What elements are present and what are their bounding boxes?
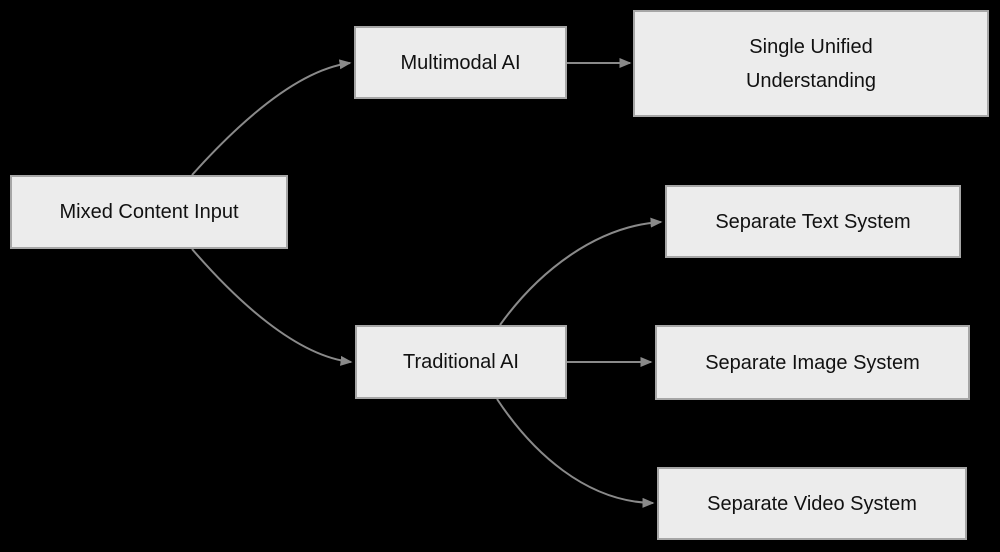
node-single-unified-understanding-label: Single Unified Understanding [745, 35, 877, 92]
node-separate-image-system: Separate Image System [655, 325, 970, 400]
node-traditional-ai: Traditional AI [355, 325, 567, 399]
node-mixed-content-input: Mixed Content Input [10, 175, 288, 249]
node-separate-video-system-label: Separate Video System [707, 492, 917, 515]
node-separate-text-system-label: Separate Text System [715, 210, 911, 233]
node-mixed-content-input-label: Mixed Content Input [59, 201, 239, 223]
node-multimodal-ai-label: Multimodal AI [400, 51, 521, 74]
edge-mixed-input-to-traditional-ai [191, 248, 353, 366]
node-separate-image-system-label: Separate Image System [705, 351, 920, 374]
edge-traditional-ai-to-separate-text [499, 217, 663, 326]
node-separate-video-system: Separate Video System [657, 467, 967, 540]
node-multimodal-ai: Multimodal AI [354, 26, 567, 99]
edge-mixed-input-to-multimodal-ai [191, 59, 352, 176]
node-separate-text-system: Separate Text System [665, 185, 961, 258]
node-single-unified-understanding: Single Unified Understanding [633, 10, 989, 117]
edge-traditional-ai-to-separate-video [496, 398, 655, 508]
node-traditional-ai-label: Traditional AI [403, 351, 519, 373]
